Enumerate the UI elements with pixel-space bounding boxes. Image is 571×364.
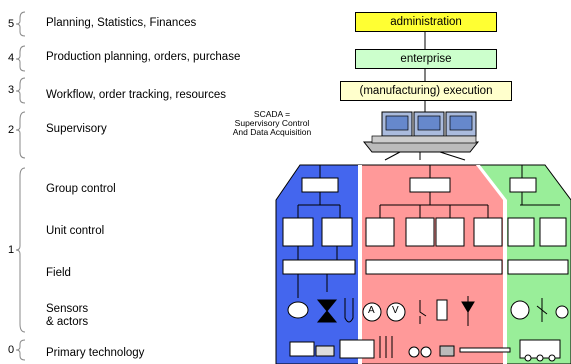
enterprise-label: enterprise: [400, 53, 452, 65]
pink-unit-controller-3: [435, 217, 465, 247]
green-unit-controller-2: [539, 217, 567, 247]
voltmeter-symbol: [386, 302, 406, 322]
level-4-label: Production planning, orders, purchase: [46, 51, 241, 63]
blue-unit-controller-2: [321, 217, 353, 247]
scada-caption: SCADA = Supervisory Control And Data Acq…: [222, 110, 322, 137]
level-number-1: 1: [8, 244, 15, 256]
pink-group-controller: [409, 177, 451, 193]
valve-symbol: [316, 299, 338, 323]
enterprise-box: enterprise: [355, 49, 497, 69]
sensors-label: Sensors: [46, 303, 89, 315]
scada-line-1: SCADA =: [253, 109, 291, 119]
blue-field-bus: [282, 259, 356, 275]
scada-line-2: Supervisory Control: [234, 118, 310, 128]
level-number-5: 5: [8, 18, 15, 30]
field-label: Field: [46, 267, 71, 279]
blue-unit-controller-1: [282, 217, 314, 247]
green-unit-controller-1: [507, 217, 535, 247]
scada-workstation: [362, 111, 480, 161]
primary-technology-strip: [289, 336, 561, 362]
level-number-0: 0: [8, 344, 15, 356]
execution-label: (manufacturing) execution: [359, 85, 493, 97]
level-number-2: 2: [8, 124, 15, 136]
green-field-bus: [507, 259, 569, 275]
execution-box: (manufacturing) execution: [340, 81, 512, 101]
motor-symbol: [287, 301, 309, 319]
scada-line-3: And Data Acquisition: [232, 127, 312, 137]
switch-symbol: [419, 300, 427, 324]
group-control-label: Group control: [46, 183, 116, 195]
administration-label: administration: [390, 16, 462, 28]
pink-unit-controller-2: [405, 217, 435, 247]
actors-label: & actors: [46, 316, 89, 328]
unit-control-label: Unit control: [46, 225, 105, 237]
relay-symbol: [436, 299, 448, 321]
level-2-label: Supervisory: [46, 123, 107, 135]
level-sensor-symbol: [344, 298, 354, 323]
ammeter-symbol: [362, 302, 382, 322]
pink-field-bus: [365, 259, 503, 275]
level-5-label: Planning, Statistics, Finances: [46, 17, 197, 29]
administration-box: administration: [355, 12, 497, 32]
level-3-label: Workflow, order tracking, resources: [46, 89, 227, 101]
level-0-label: Primary technology: [46, 347, 145, 359]
level-number-3: 3: [8, 84, 15, 96]
generator-symbol: [510, 300, 530, 320]
breaker-symbol: [536, 298, 548, 322]
green-group-controller: [509, 177, 537, 193]
level-number-4: 4: [8, 52, 15, 64]
pink-unit-controller-1: [365, 217, 395, 247]
transformer-symbol: [555, 305, 569, 319]
pink-unit-controller-4: [473, 217, 503, 247]
voltmeter-label: V: [392, 305, 399, 316]
ammeter-label: A: [368, 305, 375, 316]
blue-group-controller: [301, 177, 339, 193]
